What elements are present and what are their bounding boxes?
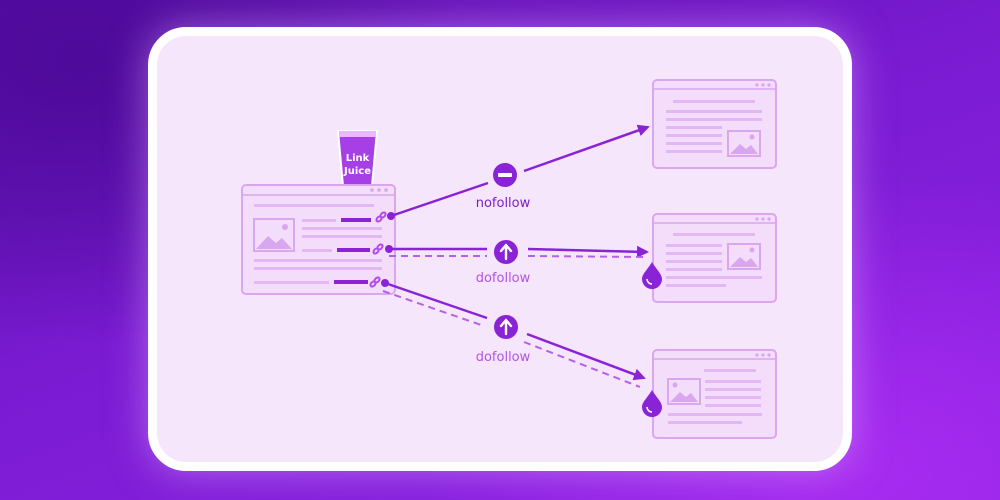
- glass-label-line2: Juice: [343, 166, 371, 177]
- no-entry-icon: [493, 163, 517, 187]
- up-arrow-icon: [494, 315, 518, 339]
- dofollow-label-1: dofollow: [476, 271, 531, 286]
- link-juice-glass: Link Juice: [336, 130, 379, 187]
- glass-label-line1: Link: [346, 153, 370, 164]
- chain-link-icon: [375, 211, 387, 223]
- target-page-window-1: [652, 79, 777, 169]
- link-origin-dot: [385, 245, 393, 253]
- outbound-link-3-anchor: [334, 280, 368, 284]
- image-placeholder-icon: [253, 218, 295, 252]
- target-page-window-2: [652, 213, 777, 303]
- image-placeholder-icon: [727, 243, 761, 270]
- outbound-link-2-anchor: [337, 248, 370, 252]
- chain-link-icon: [372, 243, 384, 255]
- drop-icon: [642, 262, 662, 289]
- drop-highlight: [646, 406, 653, 413]
- glass-rim: [339, 131, 376, 137]
- link-connector-nofollow: [387, 124, 650, 220]
- source-page-window: [241, 184, 396, 295]
- link-origin-dot: [381, 279, 389, 287]
- drop-highlight: [646, 278, 653, 285]
- image-placeholder-icon: [727, 130, 761, 157]
- link-connector-dofollow-1: [385, 245, 649, 258]
- link-origin-dot: [387, 212, 395, 220]
- image-placeholder-icon: [667, 378, 701, 405]
- dofollow-label-2: dofollow: [476, 350, 531, 365]
- outbound-link-1-anchor: [341, 218, 371, 222]
- drop-icon: [642, 390, 662, 417]
- up-arrow-icon: [494, 240, 518, 264]
- link-connector-dofollow-2: [381, 279, 646, 388]
- chain-link-icon: [369, 276, 381, 288]
- target-page-window-3: [652, 349, 777, 439]
- nofollow-label: nofollow: [476, 196, 531, 211]
